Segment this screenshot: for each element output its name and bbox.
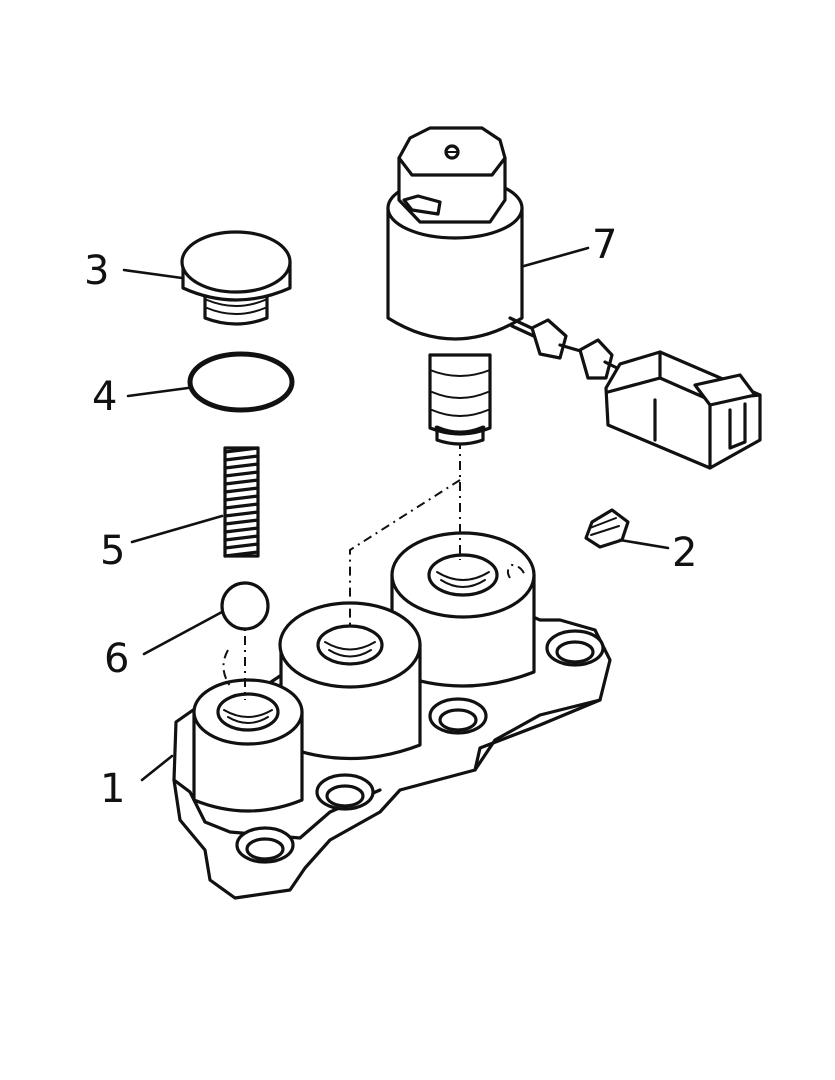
callout-3: 3 (84, 248, 109, 294)
leader-6 (142, 610, 224, 656)
callout-6: 6 (104, 636, 129, 682)
callout-2: 2 (672, 530, 697, 576)
callout-7: 7 (592, 222, 617, 268)
cap-plug (180, 230, 292, 326)
callout-4: 4 (92, 374, 117, 420)
leader-2 (618, 538, 670, 550)
leader-3 (122, 268, 184, 280)
leader-4 (126, 386, 190, 398)
leader-7 (522, 246, 590, 268)
valve-body (172, 531, 612, 900)
callout-1: 1 (100, 766, 125, 812)
leader-1 (140, 754, 174, 782)
spring (223, 446, 260, 558)
solenoid-valve (386, 126, 762, 470)
o-ring (187, 351, 295, 413)
check-ball (220, 581, 270, 631)
assembly-line-middle (349, 479, 461, 625)
callout-5: 5 (100, 528, 125, 574)
leader-5 (130, 514, 224, 544)
